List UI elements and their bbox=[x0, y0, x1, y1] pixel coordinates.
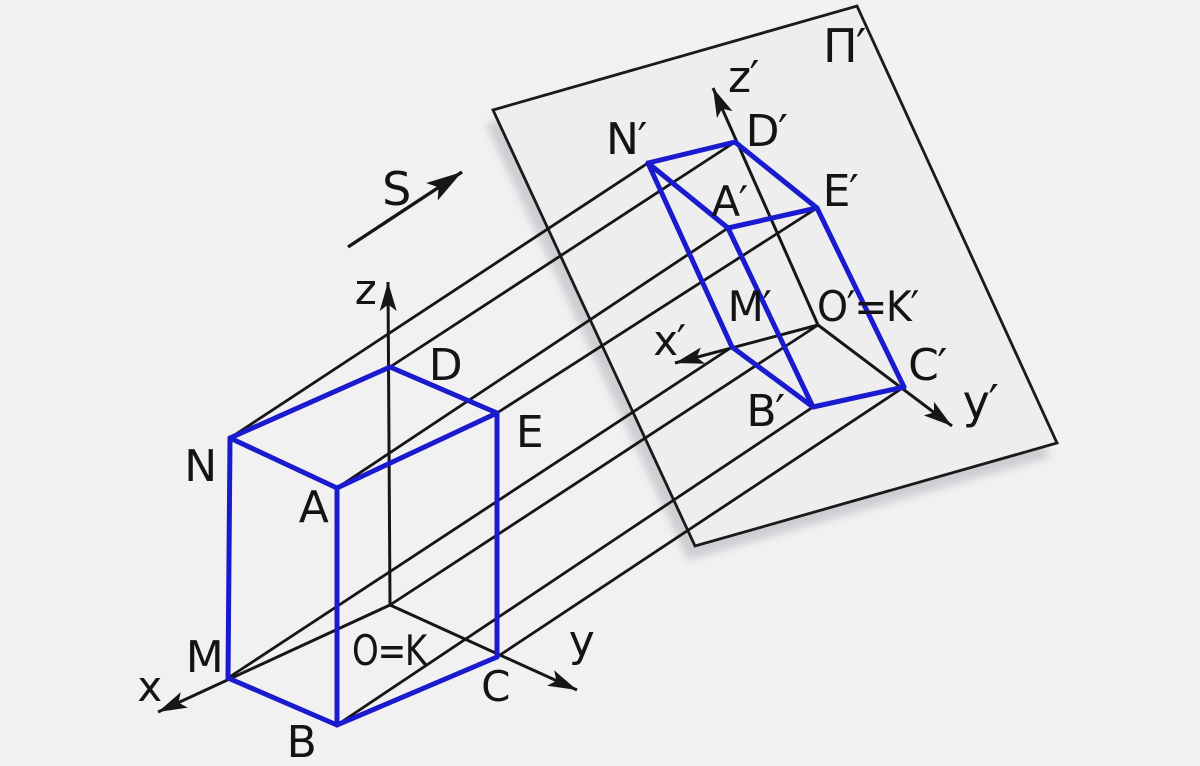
label-vertex-N-prime: N′ bbox=[606, 114, 646, 165]
projection-direction-arrow bbox=[347, 170, 463, 249]
edge-proj-A-B bbox=[725, 225, 816, 410]
axis-x bbox=[157, 603, 391, 714]
axis-z-prime bbox=[711, 87, 820, 326]
label-vertex-E-prime: E′ bbox=[823, 166, 858, 217]
label-vertex-D: D bbox=[429, 340, 461, 391]
edge-proj-N-D bbox=[645, 139, 738, 166]
edge-D-E bbox=[387, 364, 500, 416]
label-vertex-M-prime: M′ bbox=[728, 282, 772, 331]
projection-plane bbox=[491, 4, 1059, 548]
projection-ray-C bbox=[496, 385, 905, 659]
axis-z bbox=[379, 281, 397, 606]
projection-ray-M bbox=[227, 345, 733, 680]
label-axis-x: x bbox=[137, 662, 161, 711]
projection-ray-D bbox=[389, 140, 736, 369]
edge-N-M bbox=[225, 435, 233, 681]
edge-proj-N-A bbox=[645, 160, 731, 231]
edge-B-C bbox=[334, 654, 500, 728]
label-axis-x-prime: x′ bbox=[653, 316, 685, 365]
label-vertex-C: C bbox=[481, 662, 509, 711]
projection-ray-O bbox=[389, 323, 819, 607]
edge-proj-N-M bbox=[645, 160, 735, 350]
edge-N-A bbox=[227, 435, 340, 491]
edge-N-D bbox=[227, 364, 393, 441]
label-vertex-C-prime: C′ bbox=[908, 340, 946, 391]
edge-proj-D-E bbox=[732, 139, 820, 211]
label-vertex-O-K: O=K bbox=[352, 626, 428, 675]
edge-A-E bbox=[334, 410, 500, 491]
edge-M-B bbox=[225, 675, 340, 728]
label-axis-z-prime: z′ bbox=[728, 52, 759, 103]
label-vertex-A-prime: A′ bbox=[711, 177, 747, 226]
label-axis-y: y bbox=[569, 616, 594, 667]
label-vertex-A: A bbox=[299, 482, 329, 533]
label-vertex-M: M bbox=[186, 632, 222, 683]
label-axis-z: z bbox=[355, 265, 376, 314]
label-vertex-D-prime: D′ bbox=[746, 106, 787, 157]
projection-ray-B bbox=[336, 405, 814, 727]
edge-proj-E-C bbox=[814, 205, 907, 390]
axis-y-prime bbox=[817, 323, 953, 428]
label-vertex-B: B bbox=[287, 717, 316, 766]
edge-proj-M-B bbox=[729, 344, 816, 410]
projection-ray-N bbox=[229, 161, 649, 440]
axis-x-prime bbox=[674, 323, 819, 365]
label-axis-y-prime: y′ bbox=[963, 375, 999, 429]
label-vertex-O-K-prime: O′=K′ bbox=[817, 282, 919, 331]
label-s-direction: S bbox=[382, 162, 410, 216]
edge-proj-A-E bbox=[725, 205, 820, 231]
axis-y bbox=[389, 603, 578, 692]
edge-proj-B-C bbox=[810, 384, 907, 410]
projection-ray-A bbox=[336, 226, 729, 490]
label-plane-pi-prime: П′ bbox=[823, 19, 866, 73]
label-vertex-B-prime: B′ bbox=[746, 386, 784, 437]
label-vertex-N: N bbox=[184, 441, 215, 492]
projection-ray-E bbox=[496, 206, 818, 415]
label-vertex-E: E bbox=[516, 407, 542, 458]
